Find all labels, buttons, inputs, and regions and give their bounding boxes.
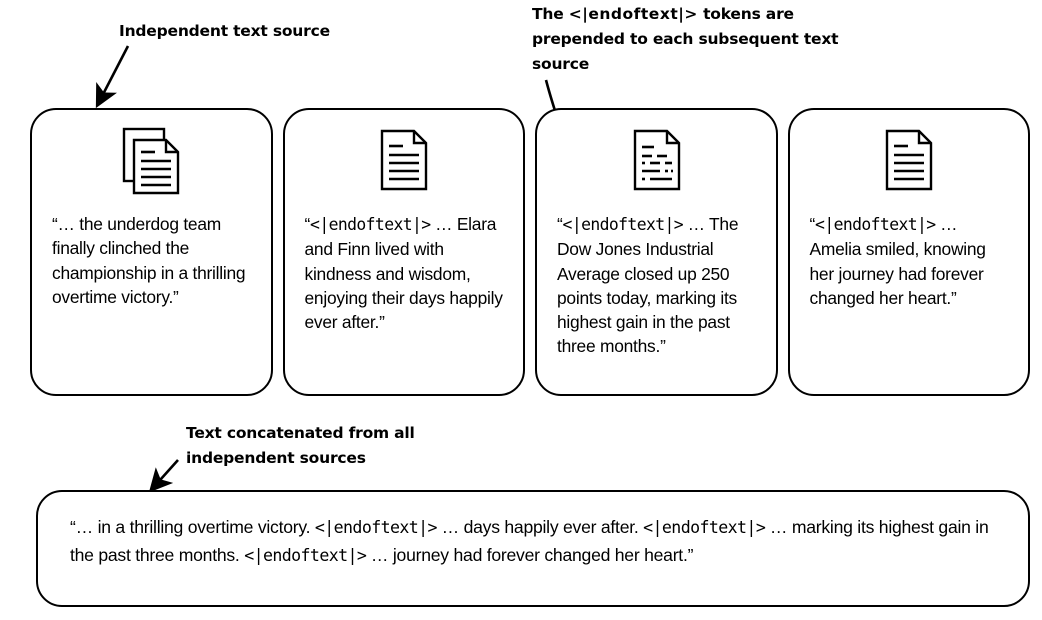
- endoftext-token: <|endoftext|>: [314, 518, 438, 537]
- annotation-endoftext-note-prefix: The: [532, 5, 569, 23]
- source-card-quote-open: “: [557, 214, 563, 234]
- annotation-independent-text-source: Independent text source: [119, 22, 330, 40]
- source-card: “… the underdog team finally clinched th…: [30, 108, 273, 396]
- endoftext-token: <|endoftext|>: [568, 5, 698, 23]
- concatenated-segment-1: “… in a thrilling overtime victory.: [70, 517, 315, 537]
- source-card-text: “<|endoftext|> … The Dow Jones Industria…: [557, 212, 759, 359]
- concatenated-segment-2: … days happily ever after.: [436, 517, 644, 537]
- document-icon: [374, 127, 436, 202]
- data-document-icon: [627, 127, 689, 202]
- source-card: “<|endoftext|> … Amelia smiled, knowing …: [787, 108, 1030, 396]
- source-card-text: “<|endoftext|> … Amelia smiled, knowing …: [810, 212, 1012, 310]
- annotation-text-concatenated: Text concatenated from all independent s…: [186, 424, 415, 467]
- source-card-body: … Elara and Finn lived with kindness and…: [304, 214, 503, 333]
- stacked-documents-icon: [122, 127, 184, 202]
- source-card-quote-open: “: [809, 214, 816, 234]
- endoftext-token: <|endoftext|>: [643, 518, 766, 537]
- endoftext-token: <|endoftext|>: [562, 215, 684, 234]
- arrow-concatenated: [148, 459, 179, 493]
- source-card-body: … Amelia smiled, knowing her journey had…: [809, 214, 986, 308]
- endoftext-token: <|endoftext|>: [815, 215, 936, 234]
- source-card-row: “… the underdog team finally clinched th…: [30, 108, 1030, 396]
- concatenated-text: “… in a thrilling overtime victory. <|en…: [70, 514, 1002, 569]
- source-card: “<|endoftext|> … Elara and Finn lived wi…: [282, 108, 525, 396]
- annotation-endoftext-note-suffix: tokens are prepended to each subsequent …: [532, 5, 839, 73]
- source-card-text: “<|endoftext|> … Elara and Finn lived wi…: [305, 212, 507, 334]
- source-card: “<|endoftext|> … The Dow Jones Industria…: [535, 108, 778, 396]
- concatenated-text-box: “… in a thrilling overtime victory. <|en…: [36, 490, 1030, 607]
- concatenated-segment-3: … marking its highest gain in the past t…: [70, 517, 989, 565]
- source-card-body: “… the underdog team finally clinched th…: [52, 214, 246, 307]
- concatenated-segment-4: … journey had forever changed her heart.…: [366, 544, 694, 565]
- source-card-quote-open: “: [304, 214, 311, 234]
- arrow-independent-source: [95, 45, 130, 109]
- endoftext-token: <|endoftext|>: [310, 215, 431, 234]
- endoftext-token: <|endoftext|>: [244, 545, 367, 565]
- annotation-endoftext-note: The <|endoftext|> tokens are prepended t…: [532, 2, 842, 77]
- source-card-text: “… the underdog team finally clinched th…: [52, 212, 254, 309]
- source-card-body: … The Dow Jones Industrial Average close…: [557, 214, 739, 357]
- document-icon: [879, 127, 941, 202]
